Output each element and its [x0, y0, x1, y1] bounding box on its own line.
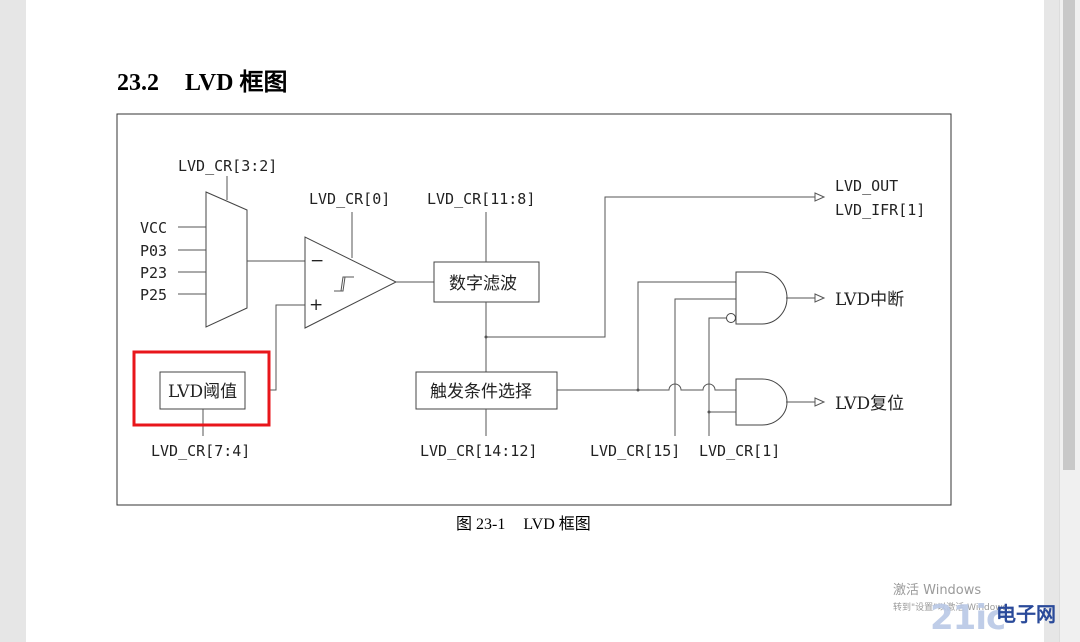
mux-input-vcc: VCC [140, 219, 167, 237]
trigger-ctrl-label: LVD_CR[14:12] [420, 442, 537, 460]
lvd-interrupt-label: LVD中断 [835, 290, 904, 310]
trigger-select-label: 触发条件选择 [430, 382, 532, 402]
mux-input-p25: P25 [140, 286, 167, 304]
figure-number: 图 23-1 [456, 516, 506, 533]
lvd-reset-label: LVD复位 [835, 394, 904, 414]
reset-enable-wire [708, 317, 726, 436]
filter-to-output-wire [486, 196, 815, 338]
lvd-out-arrow-icon [814, 192, 826, 202]
mux-ctrl-label: LVD_CR[3:2] [178, 157, 277, 175]
inverter-bubble [726, 313, 736, 323]
comparator-ctrl-label: LVD_CR[0] [309, 190, 390, 208]
irq-enable-wire [674, 298, 736, 436]
lvd-out-label: LVD_OUT [835, 177, 898, 195]
interrupt-and-gate [735, 271, 788, 325]
reset-and-gate [735, 378, 788, 426]
highlight-box [132, 350, 271, 427]
digital-filter-label: 数字滤波 [449, 274, 517, 294]
comparator-minus-sign: − [310, 251, 324, 271]
trigger-output-wire [557, 383, 736, 391]
watermark-subtitle: 转到"设置"以激活 Windows。 [893, 603, 1017, 613]
mux-input-p23: P23 [140, 264, 167, 282]
section-title: LVD 框图 [185, 70, 288, 96]
figure-title: LVD 框图 [523, 516, 591, 533]
reset-arrow-icon [814, 397, 826, 407]
input-mux [205, 191, 248, 328]
section-heading: 23.2 LVD 框图 [117, 62, 287, 97]
section-number: 23.2 [117, 70, 159, 96]
mux-input-p03: P03 [140, 242, 167, 260]
watermark-title: 激活 Windows [893, 583, 982, 598]
activation-watermark: 激活 Windows 转到"设置"以激活 Windows。 [893, 579, 1016, 613]
comparator-plus-sign: + [309, 295, 323, 315]
diagram-frame [116, 113, 952, 506]
filter-ctrl-label: LVD_CR[11:8] [427, 190, 535, 208]
threshold-ctrl-label: LVD_CR[7:4] [151, 442, 250, 460]
irq-enable-label: LVD_CR[15] [590, 442, 680, 460]
threshold-label: LVD阈值 [168, 382, 237, 402]
reset-enable-label: LVD_CR[1] [699, 442, 780, 460]
lvd-ifr-label: LVD_IFR[1] [835, 201, 925, 219]
trigger-to-and1-wire [637, 281, 736, 390]
scrollbar-thumb[interactable] [1063, 0, 1075, 470]
document-page [26, 0, 1044, 642]
interrupt-arrow-icon [814, 293, 826, 303]
figure-caption: 图 23-1 LVD 框图 [456, 510, 609, 534]
comparator [304, 236, 398, 329]
site-logo-name: 电子网 [996, 602, 1056, 626]
threshold-to-comparator-wire [270, 304, 305, 391]
hysteresis-icon-inner [336, 276, 354, 292]
site-logo-mark: 21ic [930, 598, 1006, 638]
threshold-block [159, 371, 246, 410]
